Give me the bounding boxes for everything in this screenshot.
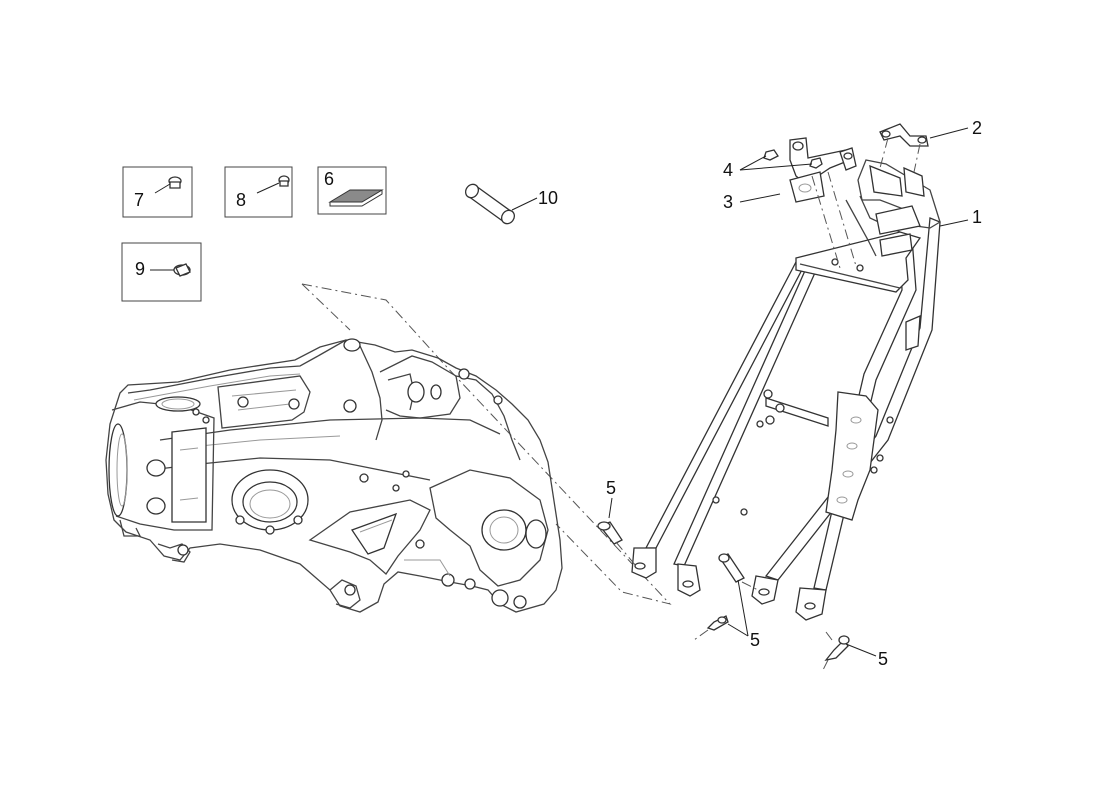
callout-5-middle: 5 [750,630,760,650]
callout-5-right: 5 [878,649,888,669]
main-frame [105,283,672,613]
part-box-8: 8 [224,166,293,218]
callout-5-left: 5 [606,478,616,498]
callout-8: 8 [236,190,246,210]
callout-9: 9 [135,259,145,279]
callout-6: 6 [324,169,334,189]
screw-part-5-middle: 5 [693,553,760,650]
callout-1: 1 [972,207,982,227]
bolt-icon [278,175,290,187]
callout-4: 4 [723,160,733,180]
callout-10: 10 [538,188,558,208]
callout-2: 2 [972,118,982,138]
callout-7: 7 [134,190,144,210]
clip-icon [173,263,191,277]
bracket-part-3: 3 [723,137,857,269]
nuts-part-4: 4 [723,149,823,180]
screw-part-5-right: 5 [821,631,888,673]
screw-part-5-left: 5 [597,478,637,567]
part-box-9: 9 [121,242,202,302]
clamp-part-2: 2 [879,118,982,173]
part-box-7: 7 [122,166,193,218]
callout-3: 3 [723,192,733,212]
rear-subframe-part-1 [631,159,941,621]
screw-icon [168,176,182,189]
sleeve-part-10: 10 [464,183,558,225]
part-box-6: 6 [317,166,387,215]
